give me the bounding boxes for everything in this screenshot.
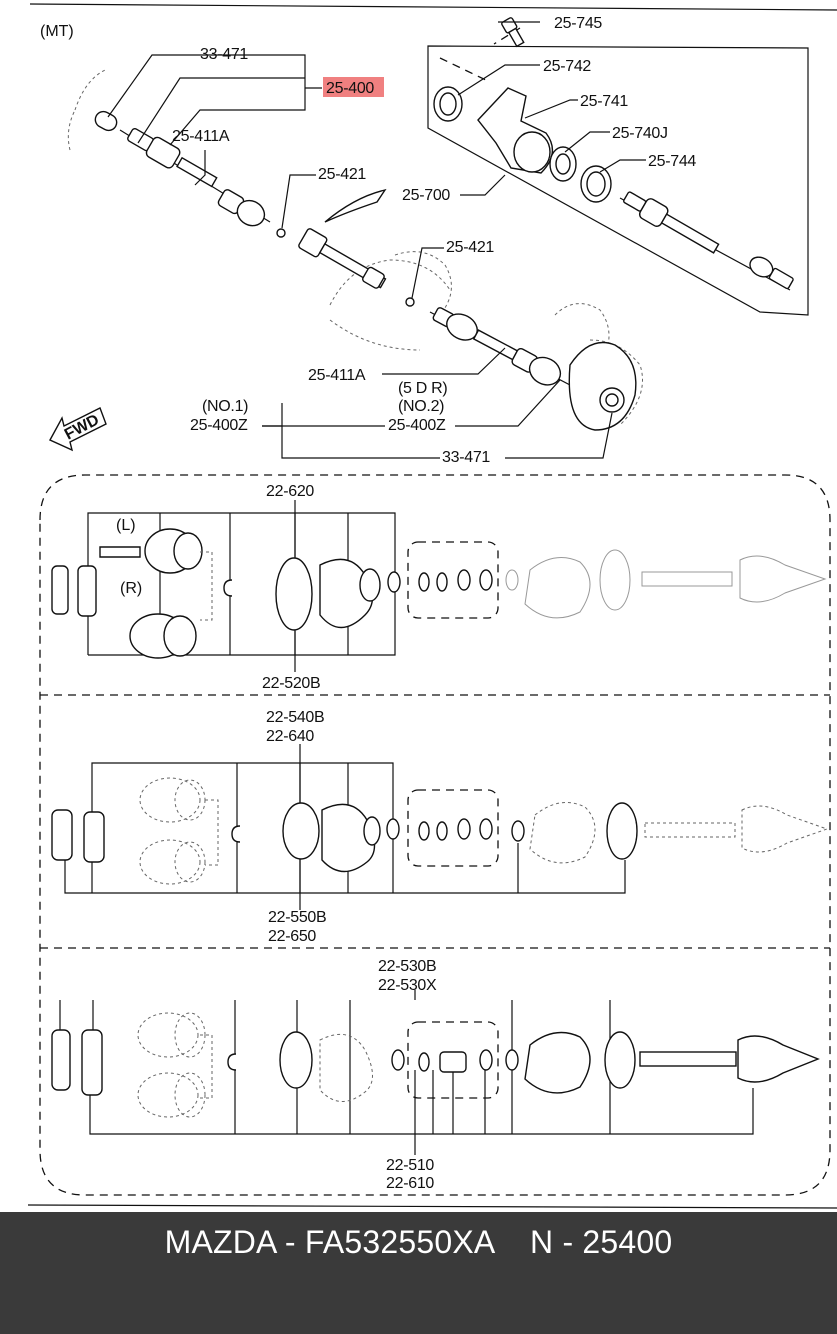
label-25-740j: 25-740J [612, 125, 668, 142]
row-1: (L) (R) [51, 500, 827, 672]
snap-ring [405, 297, 415, 307]
left-tag: (L) [116, 517, 136, 534]
oil-seal-ring [94, 110, 118, 132]
label-25-421-b: 25-421 [446, 239, 494, 256]
row-2 [51, 744, 829, 910]
joint-exploded-views: (L) (R) [39, 474, 831, 1196]
label-25-421-a: 25-421 [318, 166, 366, 183]
label-5dr: (5 D R) [398, 380, 447, 397]
wheel-hub [568, 341, 637, 431]
label-22-640: 22-640 [266, 728, 314, 745]
label-22-510: 22-510 [386, 1157, 434, 1174]
label-33-471-top: 33-471 [200, 46, 248, 63]
label-no1: (NO.1) [202, 398, 248, 415]
label-22-540b: 22-540B [266, 709, 324, 726]
row-3 [51, 990, 820, 1155]
label-25-744: 25-744 [648, 153, 696, 170]
parts-diagram: (MT) 33-471 25-400 25-411A 25-421 25-421… [27, 3, 837, 1209]
label-22-650: 22-650 [268, 928, 316, 945]
label-22-610: 22-610 [386, 1175, 434, 1192]
label-25-411a-bottom: 25-411A [308, 367, 366, 384]
label-25-400[interactable]: 25-400 [326, 80, 375, 97]
label-no2: (NO.2) [398, 398, 444, 415]
label-22-530x: 22-530X [378, 977, 437, 994]
label-25-411a-top: 25-411A [172, 128, 230, 145]
label-25-400z-right: 25-400Z [388, 417, 446, 434]
label-22-620: 22-620 [266, 483, 314, 500]
label-25-400z-left: 25-400Z [190, 417, 248, 434]
right-tag: (R) [120, 580, 142, 597]
label-22-550b: 22-550B [268, 909, 326, 926]
label-33-471-bottom: 33-471 [442, 449, 490, 466]
part-number-caption: MAZDA - FA532550XA N - 25400 [164, 1224, 673, 1260]
footer-bar: MAZDA - FA532550XA N - 25400 [0, 1212, 837, 1334]
label-25-742: 25-742 [543, 58, 591, 75]
label-25-700: 25-700 [402, 187, 450, 204]
transmission-tag: (MT) [40, 23, 74, 40]
snap-ring [276, 228, 286, 238]
label-22-520b: 22-520B [262, 675, 320, 692]
highlight-box [323, 77, 384, 97]
forward-direction-arrow [49, 407, 107, 452]
drive-shaft-assembly [49, 17, 809, 459]
label-22-530b: 22-530B [378, 958, 436, 975]
label-25-745: 25-745 [554, 15, 602, 32]
label-25-741: 25-741 [580, 93, 628, 110]
bearing-inset [427, 45, 809, 316]
